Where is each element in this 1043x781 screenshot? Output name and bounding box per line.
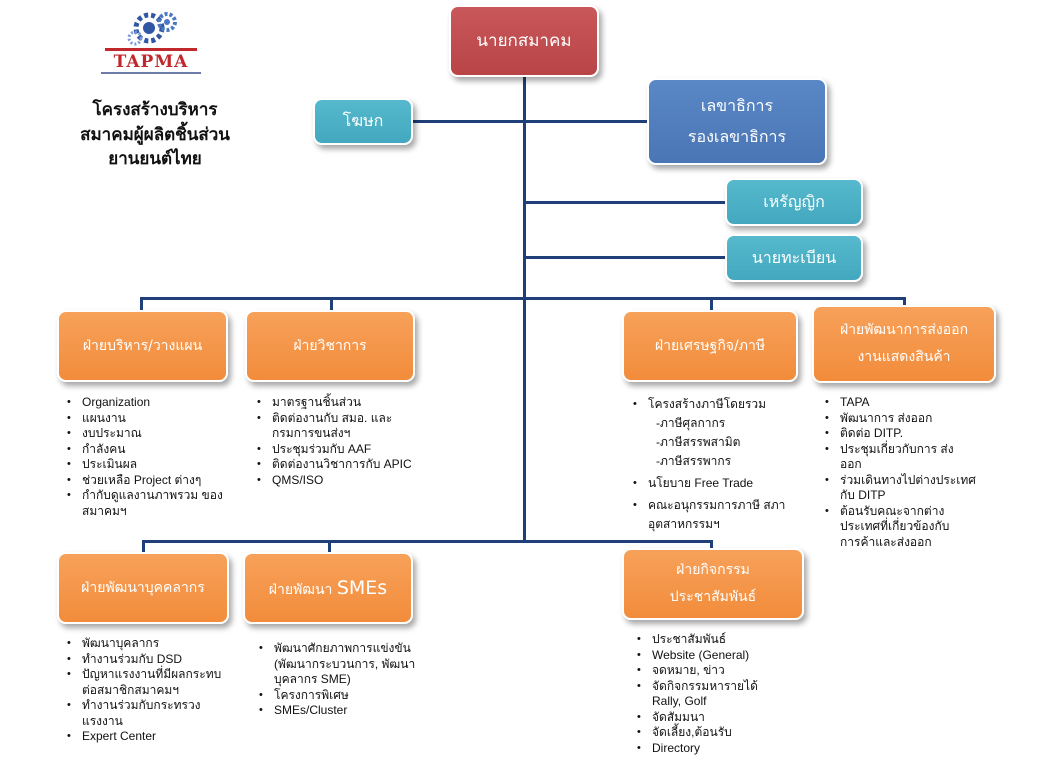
- list-item: จัดเลี้ยง,ต้อนรับ: [634, 725, 809, 741]
- smes-department-box[interactable]: ฝ่ายพัฒนา SMEs: [243, 552, 413, 624]
- list-item: จดหมาย, ข่าว: [634, 663, 809, 679]
- academic-department-title: ฝ่ายวิชาการ: [293, 337, 367, 354]
- deputy-secretary-label: รองเลขาธิการ: [687, 126, 787, 146]
- spokesperson-box[interactable]: โฆษก: [313, 98, 413, 145]
- secretary-label: เลขาธิการ: [700, 96, 774, 116]
- economy-department-duties: โครงสร้างภาษีโดยรวม -ภาษีศุลกากร -ภาษีสร…: [630, 395, 795, 534]
- title-line-3: ยานยนต์ไทย: [108, 149, 202, 170]
- smes-department-title: ฝ่ายพัฒนา SMEs: [269, 570, 387, 606]
- connector-drop-economy: [710, 297, 713, 312]
- connector-treasurer: [525, 201, 727, 204]
- list-item: ร่วมเดินทางไปต่างประเทศ กับ DITP: [822, 473, 992, 504]
- export-department-title-line-2: งานแสดงสินค้า: [857, 349, 951, 365]
- connector-secretary: [525, 120, 650, 123]
- list-item: ช่วยเหลือ Project ต่างๆ: [64, 473, 254, 489]
- activities-department-title-line-1: ฝ่ายกิจกรรม: [676, 562, 750, 579]
- admin-department-duties: Organization แผนงาน งบประมาณ กำลังคน ประ…: [64, 395, 254, 519]
- registrar-label: นายทะเบียน: [751, 247, 837, 267]
- list-item: ติดต่องานวิชาการกับ APIC: [254, 457, 414, 473]
- president-box[interactable]: นายกสมาคม: [449, 5, 599, 77]
- list-item: ประเมินผล: [64, 457, 254, 473]
- list-item: มาตรฐานชิ้นส่วน: [254, 395, 429, 411]
- title-line-2: สมาคมผู้ผลิตชิ้นส่วน: [80, 124, 230, 145]
- list-item: จัดสัมมนา: [634, 710, 809, 726]
- list-item: พัฒนาศักยภาพการแข่งขัน (พัฒนากระบวนการ, …: [256, 641, 431, 688]
- list-item: Organization: [64, 395, 254, 411]
- list-item: ประชุมเกี่ยวกับการ ส่งออก: [822, 442, 962, 473]
- logo-thai-tagline: [105, 48, 197, 51]
- logo-wordmark: TAPMA: [113, 52, 189, 72]
- spokesperson-label: โฆษก: [342, 111, 384, 131]
- connector-drop-smes: [328, 540, 331, 554]
- admin-department-box[interactable]: ฝ่ายบริหาร/วางแผน: [57, 310, 228, 382]
- hr-department-box[interactable]: ฝ่ายพัฒนาบุคคลากร: [57, 552, 229, 624]
- smes-title-word: SMEs: [336, 576, 388, 599]
- connector-drop-admin: [140, 297, 143, 312]
- list-item: SMEs/Cluster: [256, 703, 436, 719]
- list-item: ทำงานร่วมกับกระทรวง แรงงาน: [64, 698, 224, 729]
- activities-department-duties: ประชาสัมพันธ์ Website (General) จดหมาย, …: [634, 632, 809, 756]
- activities-department-title-line-2: ประชาสัมพันธ์: [669, 589, 757, 605]
- academic-department-box[interactable]: ฝ่ายวิชาการ: [245, 310, 415, 382]
- export-department-duties: TAPA พัฒนาการ ส่งออก ติดต่อ DITP. ประชุม…: [822, 395, 997, 550]
- president-label: นายกสมาคม: [476, 30, 572, 51]
- admin-department-title: ฝ่ายบริหาร/วางแผน: [82, 337, 203, 354]
- smes-title-prefix: ฝ่ายพัฒนา: [268, 581, 337, 598]
- connector-trunk: [523, 76, 526, 543]
- list-item: Directory: [634, 741, 809, 757]
- list-item: แผนงาน: [64, 411, 254, 427]
- registrar-box[interactable]: นายทะเบียน: [725, 234, 863, 282]
- activities-department-box[interactable]: ฝ่ายกิจกรรม ประชาสัมพันธ์: [622, 548, 804, 620]
- list-item: ประชุมร่วมกับ AAF: [254, 442, 429, 458]
- economy-department-title: ฝ่ายเศรษฐกิจ/ภาษี: [654, 337, 766, 354]
- gear-icon: [127, 12, 177, 46]
- connector-spokesperson: [410, 120, 525, 123]
- list-subitem: -ภาษีสรรพสามิต: [656, 435, 741, 449]
- list-item: Expert Center: [64, 729, 244, 745]
- list-item: โครงการพิเศษ: [256, 688, 436, 704]
- hr-department-duties: พัฒนาบุคลากร ทำงานร่วมกับ DSD ปัญหาแรงงา…: [64, 636, 244, 745]
- hr-department-title: ฝ่ายพัฒนาบุคคลากร: [81, 579, 205, 596]
- connector-registrar: [525, 256, 727, 259]
- list-item: งบประมาณ: [64, 426, 254, 442]
- list-item: QMS/ISO: [254, 473, 429, 489]
- list-item: ติดต่อ DITP.: [822, 426, 997, 442]
- connector-drop-hr: [142, 540, 145, 554]
- list-item: โครงสร้างภาษีโดยรวม: [630, 395, 795, 414]
- list-item: ทำงานร่วมกับ DSD: [64, 652, 244, 668]
- list-item: TAPA: [822, 395, 997, 411]
- list-item: ปัญหาแรงงานที่มีผลกระทบ ต่อสมาชิกสมาคมฯ: [64, 667, 239, 698]
- academic-department-duties: มาตรฐานชิ้นส่วน ติดต่องานกับ สมอ. และกรม…: [254, 395, 429, 488]
- treasurer-label: เหรัญญิก: [763, 191, 825, 211]
- export-department-box[interactable]: ฝ่ายพัฒนาการส่งออก งานแสดงสินค้า: [812, 305, 996, 383]
- treasurer-box[interactable]: เหรัญญิก: [725, 178, 863, 226]
- list-item: พัฒนาบุคลากร: [64, 636, 244, 652]
- list-item: Website (General): [634, 648, 809, 664]
- list-item: ติดต่องานกับ สมอ. และกรมการขนส่งฯ: [254, 411, 404, 442]
- list-item: ต้อนรับคณะจากต่าง ประเทศที่เกี่ยวข้องกับ…: [822, 504, 972, 551]
- list-item: นโยบาย Free Trade: [630, 474, 795, 493]
- list-subitem: -ภาษีสรรพากร: [656, 454, 732, 468]
- economy-department-box[interactable]: ฝ่ายเศรษฐกิจ/ภาษี: [622, 310, 798, 382]
- tapma-logo: TAPMA: [95, 8, 205, 78]
- connector-drop-export: [903, 297, 906, 312]
- export-department-title-line-1: ฝ่ายพัฒนาการส่งออก: [839, 322, 969, 339]
- secretary-box[interactable]: เลขาธิการ รองเลขาธิการ: [647, 78, 827, 165]
- list-item: คณะอนุกรรมการภาษี สภาอุตสาหกรรมฯ: [630, 496, 790, 534]
- list-item: พัฒนาการ ส่งออก: [822, 411, 997, 427]
- list-item: จัดกิจกรรมหารายได้ Rally, Golf: [634, 679, 764, 710]
- connector-drop-academic: [330, 297, 333, 312]
- org-chart-title: โครงสร้างบริหาร สมาคมผู้ผลิตชิ้นส่วน ยาน…: [55, 98, 255, 172]
- list-item: กำลังคน: [64, 442, 254, 458]
- connector-upper-bus: [140, 297, 906, 300]
- connector-drop-activities: [710, 540, 713, 550]
- logo-english-tagline: [101, 72, 201, 74]
- list-item: ประชาสัมพันธ์: [634, 632, 809, 648]
- smes-department-duties: พัฒนาศักยภาพการแข่งขัน (พัฒนากระบวนการ, …: [256, 641, 436, 719]
- list-subitem: -ภาษีศุลกากร: [656, 416, 726, 430]
- list-item: กำกับดูแลงานภาพรวม ของสมาคมฯ: [64, 488, 224, 519]
- title-line-1: โครงสร้างบริหาร: [92, 100, 218, 120]
- connector-lower-bus: [142, 540, 712, 543]
